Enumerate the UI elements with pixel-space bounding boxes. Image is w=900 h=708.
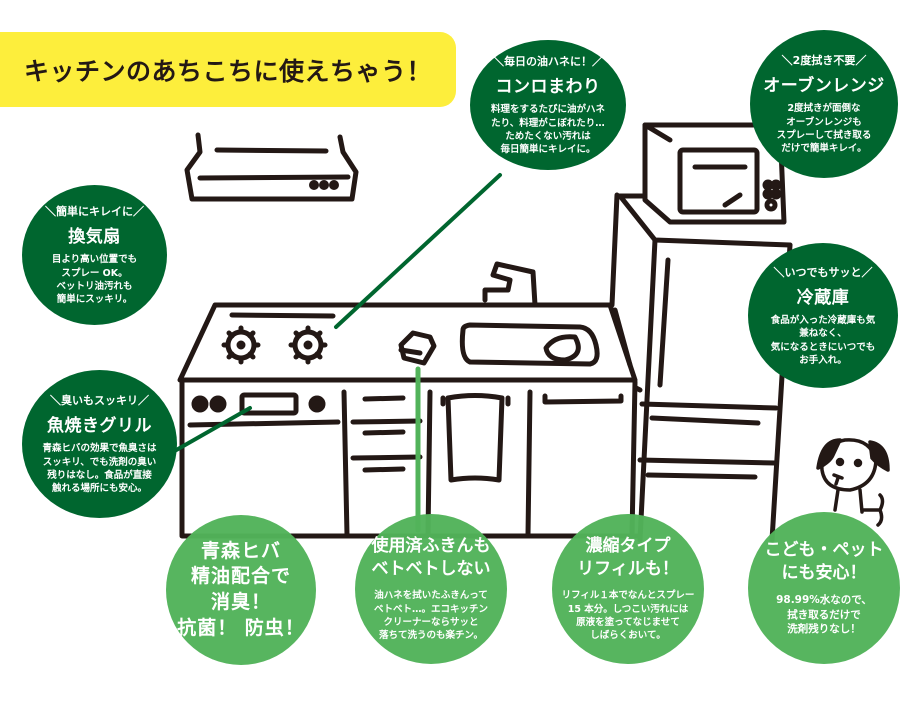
feature-refill: 濃縮タイプ リフィルも！ リフィル１本でなんとスプレー 15 本分。しつこい汚れ… (552, 514, 704, 664)
stove-burner-icon (221, 325, 328, 365)
callout-heading: コンロまわり (495, 77, 601, 98)
callout-body: 目より高い位置でも スプレー OK。 ベットリ油汚れも 簡単にスッキリ。 (51, 254, 138, 306)
callout-tag: ＼臭いもスッキリ／ (50, 394, 149, 408)
refrigerator-icon (609, 192, 793, 543)
feature-body: 98.99%水なので、 拭き取るだけで 洗剤残りなし！ (776, 593, 872, 636)
callout-heading: オーブンレンジ (763, 76, 885, 97)
callout-tag: ＼毎日の油ハネに！／ (493, 55, 603, 69)
dog-icon (816, 438, 890, 527)
callout-heading: 換気扇 (68, 227, 121, 248)
callout-grill: ＼臭いもスッキリ／ 魚焼きグリル 青森ヒバの効果で魚臭さは スッキリ、でも洗剤の… (22, 370, 177, 518)
callout-tag: ＼いつでもサッと／ (773, 265, 873, 279)
title-banner: キッチンのあちこちに使えちゃう！ (0, 32, 456, 107)
cabinet-front (187, 389, 624, 538)
callout-stove: ＼毎日の油ハネに！／ コンロまわり 料理をするたびに油がハネ たり、料理がこぼれ… (470, 40, 626, 170)
page-title: キッチンのあちこちに使えちゃう！ (23, 56, 432, 86)
feature-cloth: 使用済ふきんも ベトベトしない 油ハネを拭いたふきんって ベトベト…。エコキッチ… (355, 514, 507, 664)
callout-body: 2度拭きが面倒な オーブンレンジも スプレーして拭き取る だけで簡単キレイ。 (776, 103, 872, 155)
callout-fridge: ＼いつでもサッと／ 冷蔵庫 食品が入った冷蔵庫も気 兼ねなく、 気になるときにい… (748, 243, 898, 388)
feature-safe: こども・ペット にも安心！ 98.99%水なので、 拭き取るだけで 洗剤残りなし… (748, 512, 900, 664)
callout-body: 青森ヒバの効果で魚臭さは スッキリ、でも洗剤の臭い 残りはなし。食品が直接 触れ… (42, 443, 157, 495)
sponge-icon (398, 330, 437, 366)
connector-stove (334, 173, 502, 329)
callout-oven: ＼2度拭き不要／ オーブンレンジ 2度拭きが面倒な オーブンレンジも スプレーし… (750, 30, 898, 178)
callout-heading: 魚焼きグリル (47, 416, 152, 437)
feature-heading: こども・ペット にも安心！ (764, 540, 884, 583)
callout-body: 食品が入った冷蔵庫も気 兼ねなく、 気になるときにいつでも お手入れ。 (770, 314, 876, 366)
callout-hood: ＼簡単にキレイに／ 換気扇 目より高い位置でも スプレー OK。 ベットリ油汚れ… (22, 185, 167, 325)
microwave-icon (642, 122, 787, 225)
callout-tag: ＼2度拭き不要／ (781, 54, 867, 68)
faucet-icon (482, 261, 538, 308)
counter-top (177, 302, 643, 539)
towel-icon (440, 393, 511, 483)
callout-body: 料理をするたびに油がハネ たり、料理がこぼれたり… ためたくない汚れは 毎日簡単… (490, 104, 605, 156)
feature-heading: 使用済ふきんも ベトベトしない (371, 536, 491, 580)
feature-body: 油ハネを拭いたふきんって ベトベト…。エコキッチン クリーナーならサッと 落ちて… (373, 590, 488, 642)
feature-hiba: 青森ヒバ 精油配合で 消臭！ 抗菌！ 防虫！ (166, 515, 316, 665)
feature-heading: 濃縮タイプ リフィルも！ (577, 536, 679, 580)
range-hood-icon (184, 132, 359, 202)
callout-tag: ＼簡単にキレイに／ (45, 205, 144, 219)
feature-body: リフィル１本でなんとスプレー 15 本分。しつこい汚れには 原液を塗ってなじませ… (561, 590, 695, 642)
feature-heading: 青森ヒバ 精油配合で 消臭！ 抗菌！ 防虫！ (177, 539, 305, 639)
sink-icon (459, 322, 600, 367)
callout-heading: 冷蔵庫 (796, 287, 850, 308)
